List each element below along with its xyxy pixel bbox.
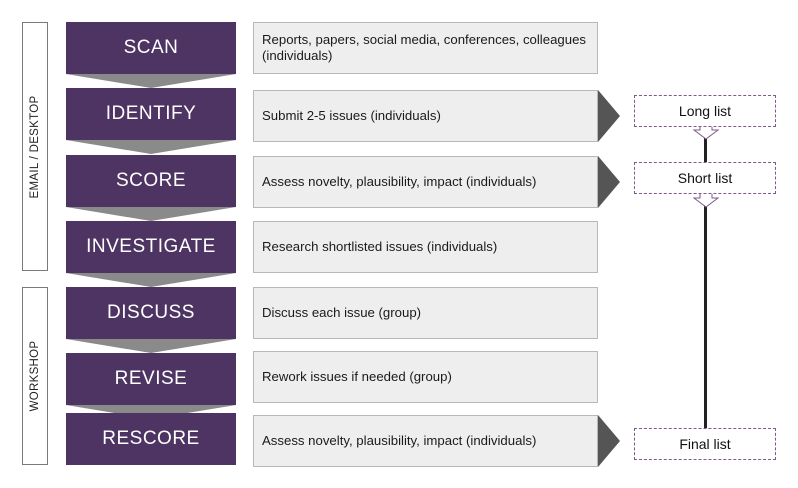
step-discuss: DISCUSS xyxy=(66,287,236,339)
description-revise: Rework issues if needed (group) xyxy=(253,351,598,403)
pointer-arrow-rescore xyxy=(598,415,620,467)
chevron-arrow-5 xyxy=(66,339,236,353)
step-rescore: RESCORE xyxy=(66,413,236,465)
phase-label-workshop: WORKSHOP xyxy=(29,340,41,412)
chevron-arrow-3 xyxy=(66,207,236,221)
step-investigate: INVESTIGATE xyxy=(66,221,236,273)
description-identify: Submit 2-5 issues (individuals) xyxy=(253,90,598,142)
connector-line-long-short xyxy=(704,126,707,164)
description-rescore: Assess novelty, plausibility, impact (in… xyxy=(253,415,598,467)
pointer-arrow-identify xyxy=(598,90,620,142)
chevron-arrow-2 xyxy=(66,140,236,154)
description-discuss: Discuss each issue (group) xyxy=(253,287,598,339)
step-scan: SCAN xyxy=(66,22,236,74)
step-identify: IDENTIFY xyxy=(66,88,236,140)
down-arrow-short-list xyxy=(693,192,719,208)
connector-line-short-final xyxy=(704,200,707,428)
phase-email-desktop: EMAIL / DESKTOP xyxy=(22,22,48,271)
long-list-box: Long list xyxy=(634,95,776,127)
step-score: SCORE xyxy=(66,155,236,207)
final-list-box: Final list xyxy=(634,428,776,460)
step-revise: REVISE xyxy=(66,353,236,405)
phase-label-email-desktop: EMAIL / DESKTOP xyxy=(29,95,41,198)
chevron-arrow-6 xyxy=(66,405,236,419)
chevron-arrow-4 xyxy=(66,273,236,287)
description-scan: Reports, papers, social media, conferenc… xyxy=(253,22,598,74)
phase-workshop: WORKSHOP xyxy=(22,287,48,465)
chevron-arrow-1 xyxy=(66,74,236,88)
short-list-box: Short list xyxy=(634,162,776,194)
description-score: Assess novelty, plausibility, impact (in… xyxy=(253,156,598,208)
pointer-arrow-score xyxy=(598,156,620,208)
description-investigate: Research shortlisted issues (individuals… xyxy=(253,221,598,273)
